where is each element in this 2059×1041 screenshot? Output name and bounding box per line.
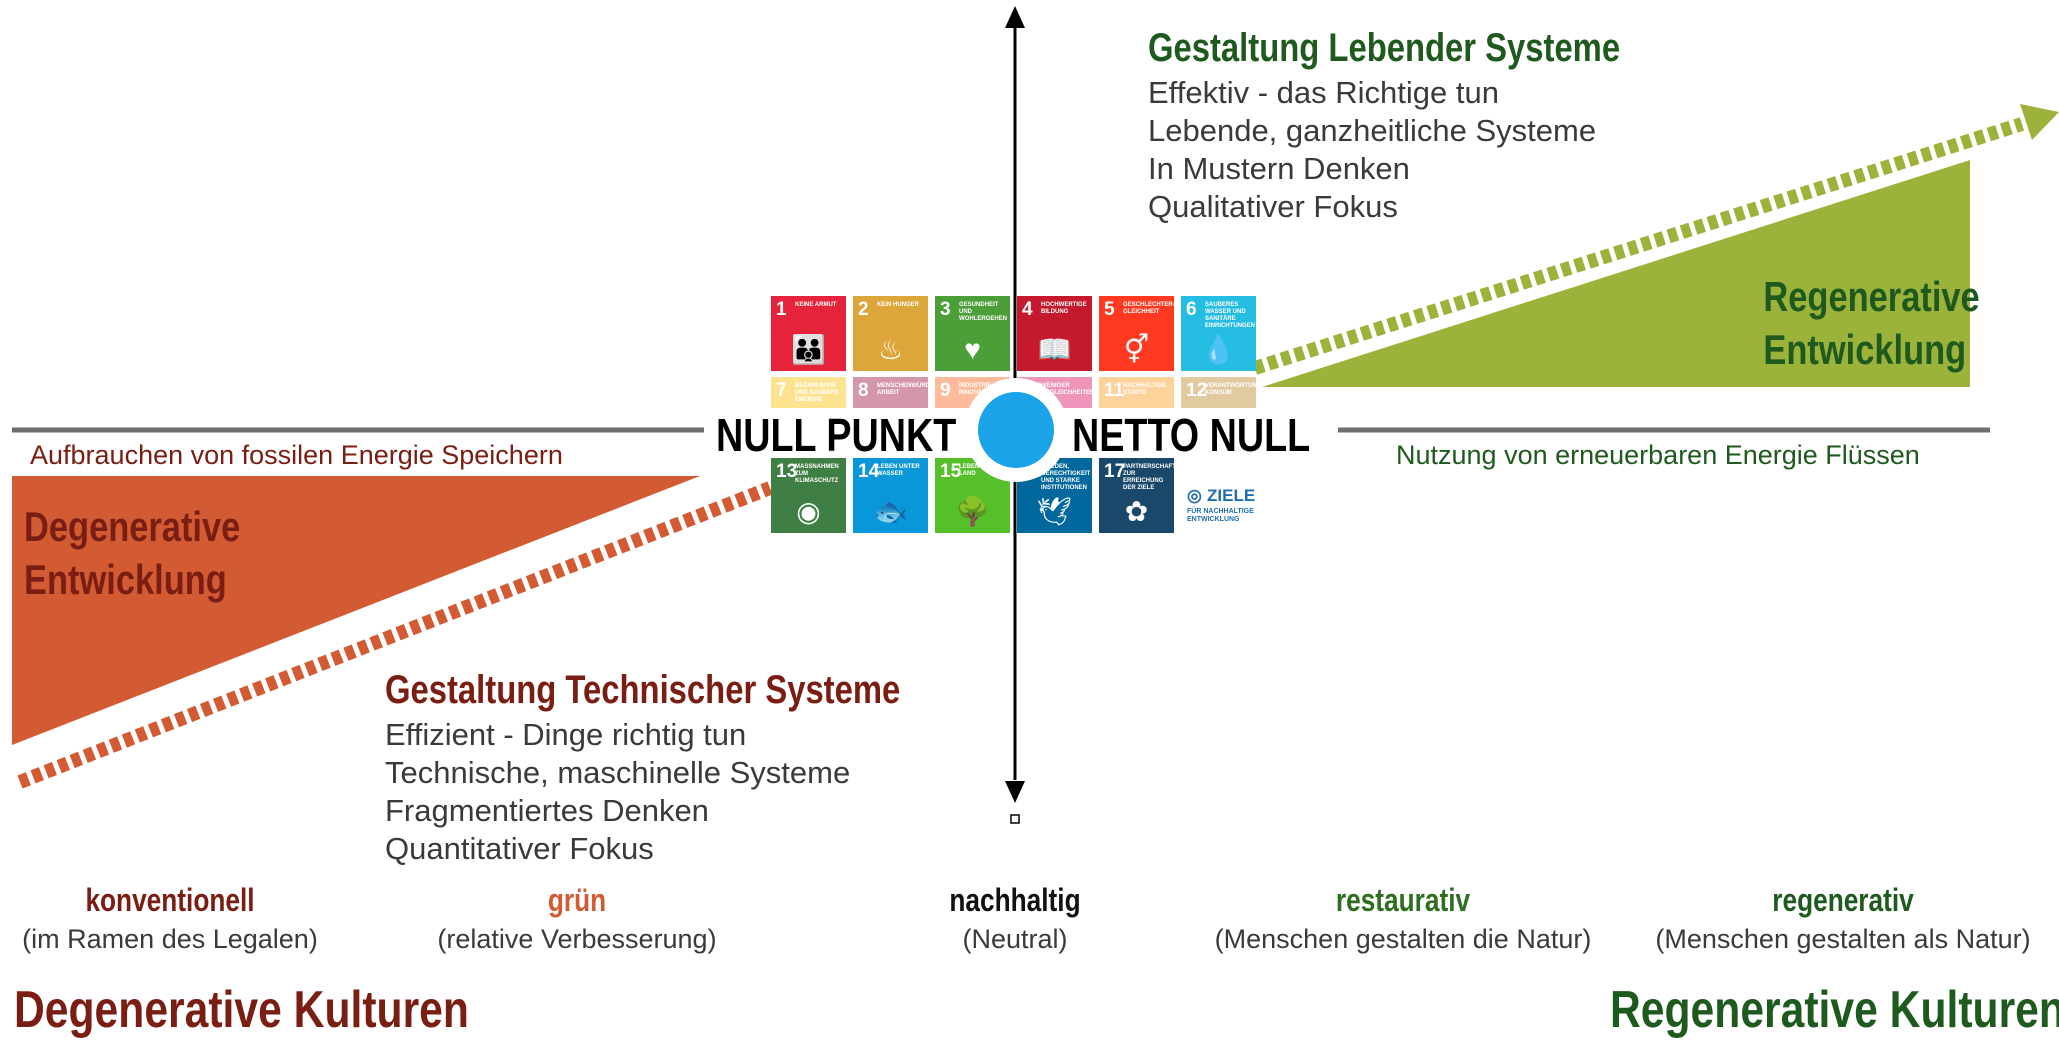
regenerative-trend-line — [1252, 117, 2025, 375]
degenerative-development-line: Degenerative — [24, 503, 241, 550]
fish-icon: 🐟 — [873, 496, 908, 527]
sdg-tile-caption: SAUBERES WASSER UND SANITÄRE EINRICHTUNG… — [1205, 302, 1256, 329]
sdg-tile-caption: INDUSTRIE, INNOVATION — [959, 383, 996, 396]
sdg-tile-caption: MENSCHENWÜRDIGE ARBEIT — [877, 383, 928, 396]
scale-title: restaurativ — [1335, 882, 1471, 918]
living-systems-line: Lebende, ganzheitliche Systeme — [1148, 113, 1597, 148]
flower-icon: ✿ — [1124, 496, 1149, 527]
living-systems-title: Gestaltung Lebender Systeme — [1148, 26, 1621, 70]
technical-systems-line: Quantitativer Fokus — [385, 831, 654, 866]
gender-icon: ⚥ — [1123, 334, 1150, 365]
living-systems-line: In Mustern Denken — [1148, 151, 1410, 186]
sdg-tile-caption: HOCHWERTIGE BILDUNG — [1041, 302, 1087, 315]
technical-systems-line: Technische, maschinelle Systeme — [385, 755, 851, 790]
sdg-tile-3: 3 GESUNDHEIT UND WOHLERGEHEN ♥ — [935, 296, 1010, 371]
living-systems-line: Qualitativer Fokus — [1148, 189, 1398, 224]
sdg-tile-caption: WENIGER UNGLEICHHEITEN — [1041, 383, 1092, 396]
scale-title: konventionell — [85, 882, 255, 918]
sdg-tile-caption: GESCHLECHTER-GLEICHHEIT — [1123, 302, 1174, 315]
sdg-tile-number: 9 — [940, 380, 951, 401]
living-systems-list: Effektiv - das Richtige tun Lebende, gan… — [1148, 74, 1596, 226]
scale-subtitle: (Neutral) — [962, 924, 1068, 954]
sdg-tile-6: 6 SAUBERES WASSER UND SANITÄRE EINRICHTUN… — [1181, 296, 1256, 371]
technical-systems-title: Gestaltung Technischer Systeme — [385, 668, 901, 712]
regenerative-cultures-label: Regenerative Kulturen — [1610, 981, 2059, 1039]
degenerative-development-label: Degenerative Entwicklung — [24, 500, 240, 606]
sdg-tile-caption: NACHHALTIGE STÄDTE — [1123, 383, 1167, 396]
small-square-marker — [1010, 814, 1020, 824]
fossil-energy-label: Aufbrauchen von fossilen Energie Speiche… — [30, 440, 563, 470]
sdg-logo-tile: ◎ ZIELE FÜR NACHHALTIGE ENTWICKLUNG — [1181, 458, 1256, 533]
renewable-energy-label: Nutzung von erneuerbaren Energie Flüssen — [1396, 440, 1920, 470]
eye-icon: ◉ — [796, 496, 821, 527]
sdg-tile-17: 17PARTNERSCHAFTEN ZUR ERREICHUNG DER ZIE… — [1099, 458, 1174, 533]
regenerative-triangle — [1262, 160, 1970, 387]
sdg-tile-caption: LEBEN UNTER WASSER — [877, 464, 920, 477]
sdg-tile-number: 14 — [858, 461, 880, 482]
netto-null-label: NETTO NULL — [1072, 409, 1311, 461]
center-dot-icon — [978, 392, 1054, 468]
null-punkt-label: NULL PUNKT — [716, 409, 957, 461]
sdg-tile-5: 5 GESCHLECHTER-GLEICHHEIT ⚥ — [1099, 296, 1174, 371]
sdg-tile-number: 6 — [1186, 299, 1197, 320]
sdg-logo-title: ZIELE — [1207, 486, 1256, 505]
scale-title: regenerativ — [1772, 882, 1914, 918]
sdg-tile-number: 7 — [776, 380, 787, 401]
sdg-tile-number: 17 — [1104, 461, 1126, 482]
dove-icon: 🕊 — [1036, 496, 1073, 527]
sdg-tile-1: 1 KEINE ARMUT 👪 — [771, 296, 846, 371]
sdg-tile-number: 12 — [1186, 380, 1208, 401]
book-icon: 📖 — [1037, 334, 1072, 365]
sdg-tile-number: 11 — [1104, 380, 1125, 401]
degenerative-trend-line — [17, 481, 773, 789]
heartbeat-icon: ♥ — [964, 334, 981, 365]
degenerative-development-line: Entwicklung — [24, 556, 227, 603]
water-icon: 💧 — [1201, 334, 1236, 365]
sdg-tile-number: 3 — [940, 299, 951, 320]
degenerative-cultures-label: Degenerative Kulturen — [14, 981, 469, 1039]
technical-systems-line: Fragmentiertes Denken — [385, 793, 709, 828]
sdg-tile-number: 8 — [858, 380, 869, 401]
arrow-up-icon — [1005, 6, 1025, 28]
sdg-tile-number: 2 — [858, 299, 869, 320]
regenerative-arrowhead — [2020, 104, 2059, 140]
regenerative-development-line: Entwicklung — [1763, 326, 1967, 373]
sdg-tile-4: 4 HOCHWERTIGE BILDUNG 📖 — [1017, 296, 1092, 371]
technical-systems-line: Effizient - Dinge richtig tun — [385, 717, 747, 752]
scale-subtitle: (Menschen gestalten die Natur) — [1214, 924, 1592, 954]
bowl-icon: ♨ — [877, 334, 904, 365]
sdg-tile-caption: GESUNDHEIT UND WOHLERGEHEN — [959, 302, 1007, 322]
tree-icon: 🌳 — [955, 496, 990, 527]
sdg-tile-caption: BEZAHLBARE UND SAUBERE ENERGIE — [795, 383, 840, 403]
sdg-tile-caption: FRIEDEN, GERECHTIGKEIT UND STARKE INSTIT… — [1041, 464, 1091, 491]
technical-systems-list: Effizient - Dinge richtig tun Technische… — [385, 716, 850, 868]
sdg-tile-2: 2 KEIN HUNGER ♨ — [853, 296, 928, 371]
sdg-tile-caption: KEIN HUNGER — [877, 302, 920, 308]
sdg-tile-number: 4 — [1022, 299, 1033, 320]
sdg-tile-caption: KEINE ARMUT — [795, 302, 837, 308]
sdg-tile-caption: PARTNERSCHAFTEN ZUR ERREICHUNG DER ZIELE — [1123, 464, 1174, 491]
sdg-tile-caption: LEBEN AN LAND — [959, 464, 990, 477]
sdg-tile-caption: MASSNAHMEN ZUM KLIMASCHUTZ — [795, 464, 839, 484]
sdg-tile-caption: VERANTWORTUNGSVOLLE KONSUM — [1205, 383, 1256, 396]
scale-subtitle: (Menschen gestalten als Natur) — [1655, 924, 2031, 954]
sdg-logo-subtitle: FÜR NACHHALTIGE ENTWICKLUNG — [1187, 508, 1254, 523]
scale-subtitle: (im Ramen des Legalen) — [22, 924, 318, 954]
sdg-tile-number: 1 — [776, 299, 787, 320]
arrow-down-icon — [1005, 781, 1025, 803]
regenerative-development-line: Regenerative — [1763, 273, 1980, 320]
sdg-tile-number: 13 — [776, 461, 798, 482]
living-systems-line: Effektiv - das Richtige tun — [1148, 75, 1499, 110]
family-icon: 👪 — [791, 334, 826, 365]
sdg-tile-number: 15 — [940, 461, 962, 482]
degenerative-triangle — [12, 476, 700, 745]
regenerative-development-label: Regenerative Entwicklung — [1763, 270, 1980, 376]
sdg-tile-number: 5 — [1104, 299, 1115, 320]
scale-title: grün — [547, 882, 607, 918]
globe-icon: ◎ — [1187, 486, 1202, 505]
scale-subtitle: (relative Verbesserung) — [437, 924, 717, 954]
scale-title: nachhaltig — [949, 882, 1081, 918]
